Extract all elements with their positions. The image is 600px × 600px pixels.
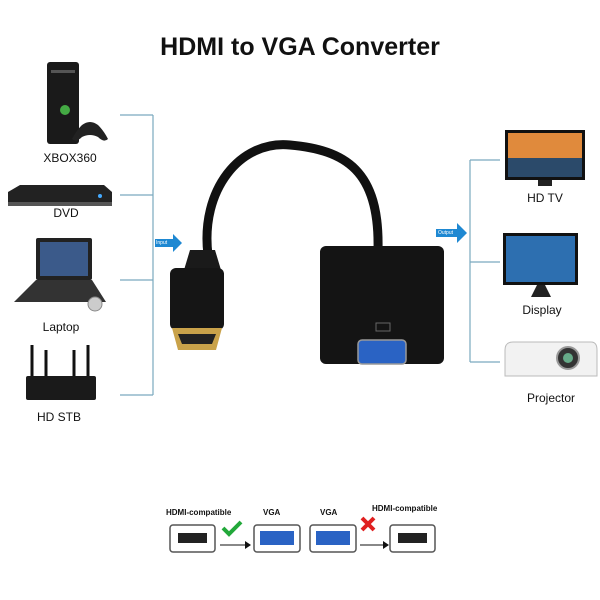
tv-icon xyxy=(505,130,585,186)
input-arrow-label: Input xyxy=(156,240,168,246)
page-title: HDMI to VGA Converter xyxy=(160,33,440,61)
input-arrow-icon xyxy=(155,234,182,252)
compatibility-legend xyxy=(169,516,436,553)
projector-icon xyxy=(504,341,598,377)
input-label-xbox360: XBOX360 xyxy=(43,151,97,165)
output-label-display: Display xyxy=(522,303,562,317)
input-bracket xyxy=(120,114,154,396)
check-icon xyxy=(221,520,243,537)
compat-from-1: HDMI-compatible xyxy=(166,508,232,517)
output-label-projector: Projector xyxy=(526,391,576,405)
cross-icon xyxy=(360,516,376,532)
input-label-dvd: DVD xyxy=(53,206,79,220)
dvd-player-icon xyxy=(8,185,112,206)
router-stb-icon xyxy=(26,345,96,400)
hdmi-to-vga-adapter xyxy=(170,140,444,365)
output-arrow-label: Output xyxy=(438,230,454,236)
laptop-icon xyxy=(14,238,106,312)
game-console-icon xyxy=(47,62,108,144)
input-label-laptop: Laptop xyxy=(42,320,80,334)
monitor-icon xyxy=(503,233,578,297)
compat-to-2: HDMI-compatible xyxy=(372,504,438,513)
output-arrow-icon xyxy=(436,223,467,243)
compat-from-2: VGA xyxy=(320,508,338,517)
output-label-hd-tv: HD TV xyxy=(527,191,563,205)
output-bracket xyxy=(469,159,500,363)
input-label-hd-stb: HD STB xyxy=(36,410,81,424)
compat-to-1: VGA xyxy=(263,508,281,517)
